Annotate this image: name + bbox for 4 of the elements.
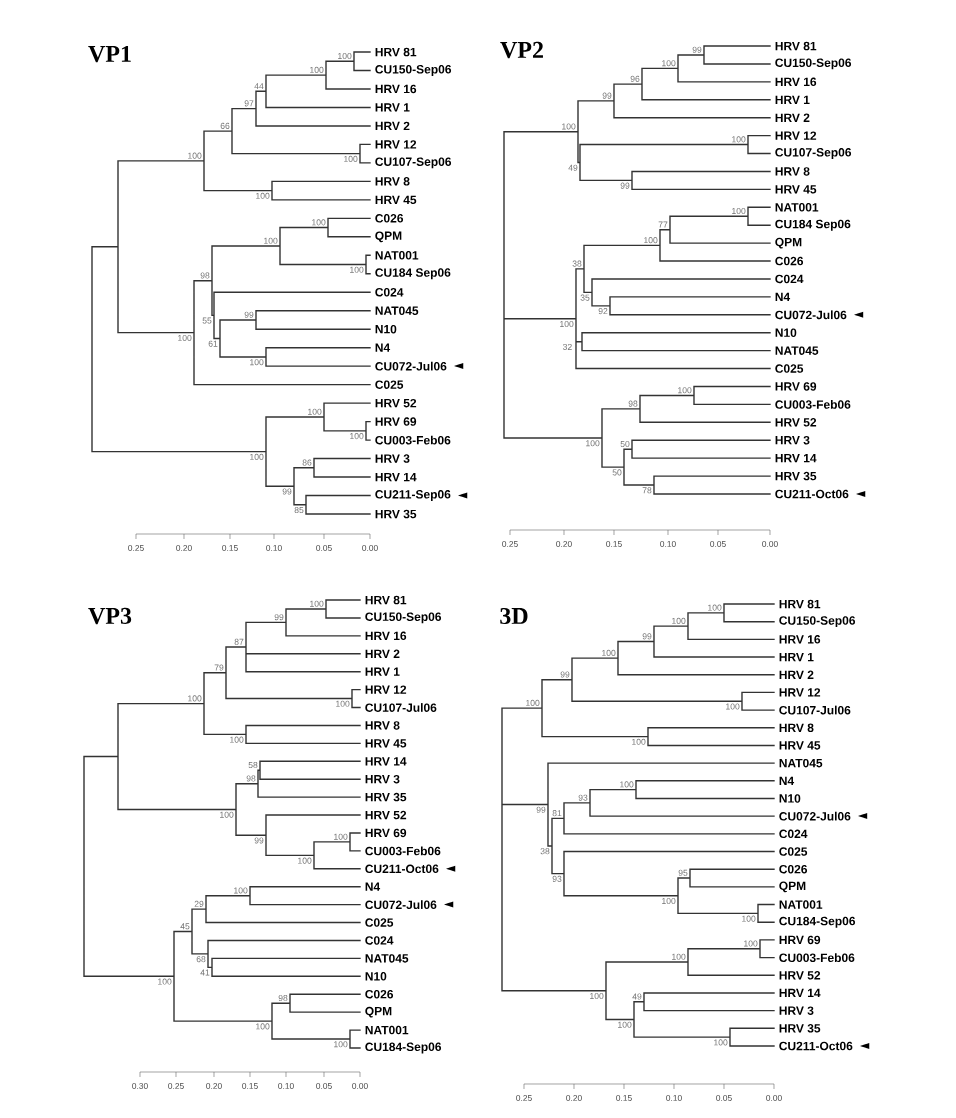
panel-title: VP3 xyxy=(88,607,132,625)
panel-title: VP2 xyxy=(500,41,543,59)
panel-title: 3D xyxy=(500,607,528,625)
panel-title: VP1 xyxy=(88,45,131,63)
